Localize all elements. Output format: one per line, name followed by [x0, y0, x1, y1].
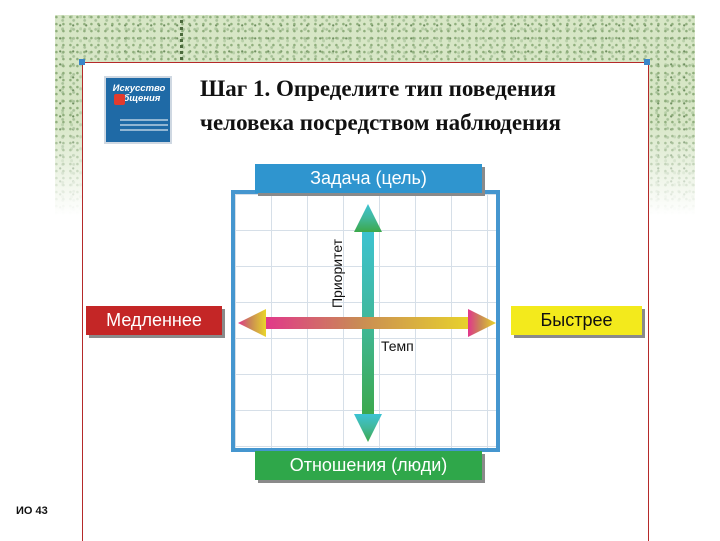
horizontal-axis-arrow [238, 309, 496, 337]
slide-code: ИО 43 [16, 505, 48, 517]
label-task: Задача (цель) [255, 164, 482, 193]
axis-label-tempo: Темп [381, 338, 414, 354]
label-faster: Быстрее [511, 306, 642, 335]
slide-title: Шаг 1. Определите тип поведения человека… [200, 76, 561, 135]
corner-dot-left [79, 59, 85, 65]
corner-dot-right [644, 59, 650, 65]
label-slower: Медленнее [86, 306, 222, 335]
book-logo-icon: Искусство общения [104, 76, 172, 144]
logo-subtitle-lines [120, 116, 168, 134]
logo-title: Искусство общения [110, 84, 168, 104]
logo-title-line2: общения [117, 93, 161, 104]
logo-title-line1: Искусство [112, 83, 166, 94]
axis-label-priority: Приоритет [329, 238, 345, 308]
label-relations: Отношения (люди) [255, 451, 482, 480]
logo-accent [114, 94, 125, 105]
